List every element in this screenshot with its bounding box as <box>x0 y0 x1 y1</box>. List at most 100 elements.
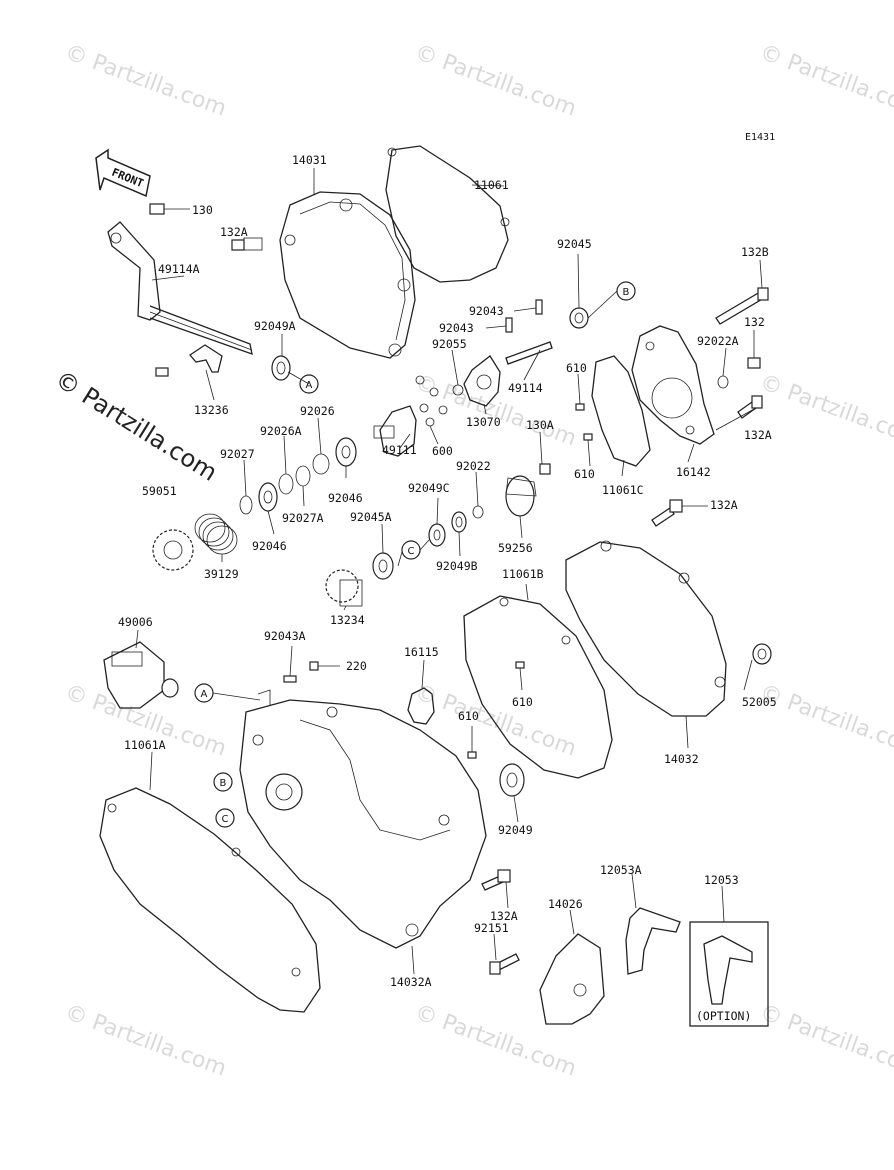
gasket-11061 <box>385 145 510 283</box>
pin-92043a <box>283 675 297 683</box>
cover-14032 <box>565 540 727 717</box>
part-label: 11061 <box>474 178 509 192</box>
front-arrow-icon: FRONT <box>95 148 151 198</box>
impeller-13070 <box>463 355 501 407</box>
guide-12053a <box>625 907 681 975</box>
shaft-49111 <box>373 405 417 457</box>
bearing-92049c <box>428 523 446 547</box>
part-label: 16142 <box>676 465 711 479</box>
gasket-11061b <box>463 595 613 779</box>
spring-39129 <box>194 513 238 555</box>
part-label: 92022A <box>697 334 739 348</box>
bolt-132a-right <box>651 499 683 527</box>
part-label: 132B <box>741 245 769 259</box>
part-label: 130 <box>192 203 213 217</box>
part-label: 39129 <box>204 567 239 581</box>
part-label: 14026 <box>548 897 583 911</box>
reed-49006 <box>103 641 179 709</box>
svg-text:C: C <box>222 814 229 825</box>
washer-92027 <box>239 495 253 515</box>
ref-c-2: C <box>215 808 235 828</box>
part-label: 610 <box>458 709 479 723</box>
crankcase-14032a <box>239 689 487 949</box>
part-label: 92026 <box>300 404 335 418</box>
impeller-59256 <box>505 475 537 517</box>
svg-text:A: A <box>201 689 208 700</box>
part-label: 11061A <box>124 738 166 752</box>
bolt-132a-lower <box>481 869 511 891</box>
bolt-130a <box>539 463 551 475</box>
part-label: 92022 <box>456 459 491 473</box>
part-label: 610 <box>512 695 533 709</box>
washer-92022 <box>472 505 484 519</box>
gasket-11061a <box>99 787 321 1013</box>
leader-lines <box>135 168 763 975</box>
part-label: 49006 <box>118 615 153 629</box>
bracket-14026 <box>539 933 605 1025</box>
svg-text:B: B <box>623 287 630 298</box>
part-label: 12053A <box>600 863 642 877</box>
part-label: 92027A <box>282 511 324 525</box>
part-label: 92027 <box>220 447 255 461</box>
part-label: 11061B <box>502 567 544 581</box>
seal-92045 <box>569 307 589 329</box>
part-label: 59256 <box>498 541 533 555</box>
gasket-11061c <box>591 355 651 467</box>
ref-b-2: B <box>213 772 233 792</box>
bolt-130 <box>149 203 190 215</box>
bolt-132 <box>747 357 761 369</box>
seal-52005 <box>752 643 772 665</box>
part-label: 11061C <box>602 483 644 497</box>
ref-a-2: A <box>194 683 214 703</box>
part-label: 130A <box>526 418 554 432</box>
part-label: 132 <box>744 315 765 329</box>
part-label: 92045 <box>557 237 592 251</box>
part-label: 92043 <box>469 304 504 318</box>
part-label: 14031 <box>292 153 327 167</box>
seal-92049a <box>271 355 291 381</box>
part-label: 92049 <box>498 823 533 837</box>
part-label: 13234 <box>330 613 365 627</box>
part-label: 132A <box>220 225 248 239</box>
part-label: 92045A <box>350 510 392 524</box>
part-label: 14032 <box>664 752 699 766</box>
part-label: 600 <box>432 444 453 458</box>
pump-cover-16142 <box>631 325 715 445</box>
diagram-code: E1431 <box>745 132 775 143</box>
part-label: 92043 <box>439 321 474 335</box>
part-label: 92055 <box>432 337 467 351</box>
bearing-92045a <box>372 552 394 580</box>
part-label: 220 <box>346 659 367 673</box>
option-label: (OPTION) <box>696 1009 751 1023</box>
part-label: 14032A <box>390 975 432 989</box>
part-label: 59051 <box>142 484 177 498</box>
bolt-220 <box>309 661 319 671</box>
part-label: 49114A <box>158 262 200 276</box>
part-label: 12053 <box>704 873 739 887</box>
part-label: 92049B <box>436 559 478 573</box>
bolt-92151 <box>489 953 520 975</box>
part-label: 92049C <box>408 481 450 495</box>
part-label: 52005 <box>742 695 777 709</box>
gear-13234 <box>325 569 363 607</box>
bearing-92046-2 <box>258 482 278 512</box>
part-label: 92046 <box>252 539 287 553</box>
svg-text:C: C <box>408 546 415 557</box>
part-label: 132A <box>490 909 518 923</box>
shaft-49114a <box>107 221 253 355</box>
bearing-92046-1 <box>335 437 357 467</box>
part-label: 610 <box>566 361 587 375</box>
ref-b-1: B <box>616 281 636 301</box>
ref-c-1: C <box>401 540 421 560</box>
bolt-132a <box>231 237 263 251</box>
option-box: (OPTION) <box>689 921 769 1027</box>
gear-59051 <box>152 529 194 571</box>
part-labels: 14031 11061 130 132A 49114A 92049A 13236… <box>118 153 777 989</box>
part-label: 49111 <box>382 443 417 457</box>
seal-92049 <box>499 763 525 797</box>
bolt-132a-pump <box>737 395 763 419</box>
part-label: 92049A <box>254 319 296 333</box>
part-label: 16115 <box>404 645 439 659</box>
svg-text:A: A <box>306 380 313 391</box>
part-label: 132A <box>744 428 772 442</box>
